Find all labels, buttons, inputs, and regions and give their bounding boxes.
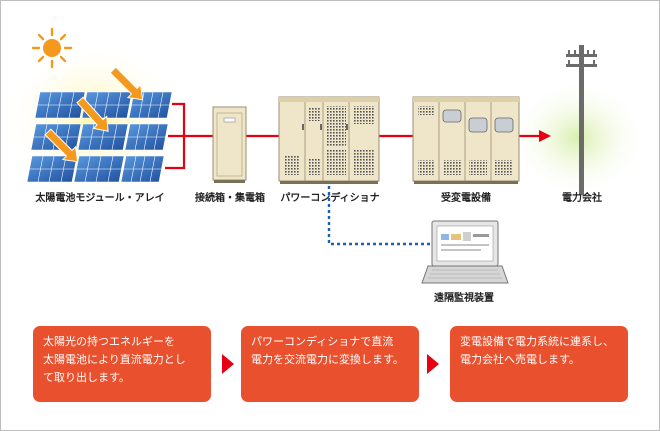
- substation-equipment: [412, 96, 520, 184]
- sunlight-arrow-icons: [44, 66, 144, 163]
- remote-monitoring-laptop-icon: [421, 220, 509, 284]
- sun-icon: [31, 27, 73, 69]
- solar-array-label: 太陽電池モジュール・アレイ: [35, 193, 165, 204]
- remote-monitor-label: 遠隔監視装置: [434, 293, 494, 304]
- solar-panel: [124, 123, 169, 151]
- junction-box-label: 接続箱・集電箱: [195, 193, 265, 204]
- step-arrow-2: [427, 354, 439, 374]
- step-card-3: 変電設備で電力系統に連系し、 電力会社へ売電します。: [450, 326, 628, 402]
- power-conditioner: [278, 96, 380, 184]
- dc-wiring: [165, 102, 213, 170]
- utility-pole-icon: [566, 45, 597, 195]
- power-arrow: [519, 130, 551, 142]
- step-card-2: パワーコンディショナで直流 電力を交流電力に変換します。: [241, 326, 419, 402]
- substation-label: 受変電設備: [441, 193, 491, 204]
- junction-box: [212, 106, 247, 183]
- power-conditioner-label: パワーコンディショナ: [280, 193, 380, 204]
- solar-panel: [120, 155, 165, 183]
- grid-glow: [508, 78, 648, 198]
- monitoring-link: [327, 186, 430, 246]
- solar-panel: [34, 91, 86, 119]
- solar-panel: [26, 155, 78, 183]
- power-company-label: 電力会社: [562, 193, 602, 204]
- step-card-1: 太陽光の持つエネルギーを 太陽電池により直流電力とし て取り出します。: [33, 326, 211, 402]
- step-arrow-1: [222, 354, 234, 374]
- solar-module-array: [26, 91, 173, 183]
- solar-panel: [73, 155, 125, 183]
- step-card-text: パワーコンディショナで直流 電力を交流電力に変換します。: [251, 335, 404, 366]
- step-card-text: 太陽光の持つエネルギーを 太陽電池により直流電力とし て取り出します。: [43, 335, 186, 384]
- step-card-text: 変電設備で電力系統に連系し、 電力会社へ売電します。: [460, 335, 614, 366]
